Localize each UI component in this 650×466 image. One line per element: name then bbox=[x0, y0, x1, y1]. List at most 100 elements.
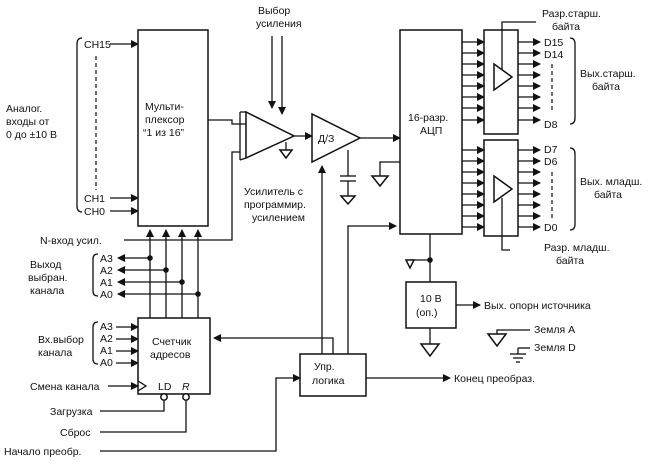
low-byte-buffer: Разр. младш. байта bbox=[483, 139, 610, 267]
gain-select: Выбор усиления bbox=[256, 5, 302, 115]
chan-sel-label-2: канала bbox=[38, 347, 72, 359]
sample-hold-block: Д/З bbox=[311, 112, 362, 206]
d14-label: D14 bbox=[544, 49, 563, 61]
chan-out-brace bbox=[92, 253, 99, 297]
gain-select-label-1: Выбор bbox=[258, 5, 290, 17]
low-enable-label-1: Разр. младш. bbox=[544, 242, 610, 254]
selected-channel-output: Выход выбран. канала А3 А2 А1 А0 bbox=[28, 253, 201, 301]
reset-wire bbox=[100, 401, 187, 433]
mux-label-3: “1 из 16” bbox=[143, 127, 185, 139]
chan-out-label-2: выбран. bbox=[28, 272, 68, 284]
mux-label-2: плексор bbox=[145, 114, 185, 126]
logic-to-adc-wire bbox=[347, 222, 397, 354]
analog-inputs-label-3: 0 до ±10 В bbox=[6, 129, 57, 141]
ch0-label: CH0 bbox=[84, 206, 105, 218]
load-wire bbox=[100, 401, 165, 412]
low-enable-wire bbox=[501, 198, 510, 251]
n-input-wire bbox=[124, 151, 240, 241]
high-byte-buffer: Разр.старш. байта bbox=[483, 8, 601, 135]
chan-sel-label-1: Вх.выбор bbox=[38, 334, 84, 346]
ground-a-label: Земля А bbox=[534, 324, 575, 336]
ref-label-2: (оп.) bbox=[416, 307, 437, 319]
high-out-label-2: байта bbox=[592, 81, 620, 93]
eoc-label: Конец преобраз. bbox=[454, 373, 535, 385]
adc-label-2: АЦП bbox=[420, 125, 442, 137]
chan-out-label-3: канала bbox=[30, 285, 64, 297]
low-byte-outputs: D7 D6 D0 Вых. младш. байта bbox=[518, 144, 642, 234]
d8-label: D8 bbox=[544, 119, 558, 131]
channel-select-input: Вх.выбор канала А3 А2 А1 А0 bbox=[38, 321, 139, 369]
gain-select-label-2: усиления bbox=[256, 18, 302, 30]
adc-ground-wire bbox=[379, 161, 400, 176]
analog-inputs-label-1: Аналог. bbox=[6, 103, 42, 115]
ch15-label: CH15 bbox=[84, 39, 111, 51]
low-out-label-1: Вых. младш. bbox=[580, 176, 642, 188]
start-wire bbox=[100, 374, 301, 452]
logic-label-1: Упр. bbox=[314, 361, 335, 373]
chan-out-a2: А2 bbox=[100, 265, 113, 277]
ground-d-label: Земля D bbox=[534, 342, 576, 354]
counter-label-2: адресов bbox=[150, 349, 191, 361]
ref-label-1: 10 В bbox=[420, 293, 442, 305]
high-enable-wire bbox=[501, 21, 536, 70]
change-channel-label: Смена канала bbox=[30, 381, 100, 393]
counter-label-1: Счетчик bbox=[152, 336, 192, 348]
ch1-label: CH1 bbox=[84, 193, 105, 205]
high-out-label-1: Вых.старш. bbox=[580, 68, 636, 80]
logic-label-2: логика bbox=[312, 375, 345, 387]
ref-out-label: Вых. опорн источника bbox=[484, 300, 591, 312]
input-brace bbox=[76, 37, 83, 213]
analog-inputs-label-2: входы от bbox=[6, 116, 50, 128]
high-enable-label-2: байта bbox=[552, 21, 580, 33]
n-input-label: N-вход усил. bbox=[40, 235, 102, 247]
multiplexer-block: Мульти- плексор “1 из 16” bbox=[137, 29, 209, 227]
chan-out-a1: А1 bbox=[100, 277, 113, 289]
chan-sel-brace bbox=[92, 321, 99, 365]
ground-symbols: Земля А Земля D bbox=[486, 324, 576, 363]
mux-to-amp-wire bbox=[208, 119, 246, 125]
low-enable-label-2: байта bbox=[556, 255, 584, 267]
start-label: Начало преобр. bbox=[4, 446, 81, 458]
reference-block: 10 В (оп.) Вых. опорн источника bbox=[404, 234, 591, 358]
counter-r-label: R bbox=[182, 381, 190, 393]
address-counter-block: Счетчик адресов LD R bbox=[137, 317, 211, 401]
high-byte-brace bbox=[569, 37, 576, 125]
chan-out-a0: А0 bbox=[100, 289, 113, 301]
chan-out-a3: А3 bbox=[100, 253, 113, 265]
analog-inputs: CH15 CH1 CH0 Аналог. входы от 0 до ±10 В bbox=[6, 37, 139, 218]
load-label: Загрузка bbox=[50, 406, 93, 418]
logic-to-counter-wire bbox=[213, 334, 334, 354]
clock-input-symbol bbox=[137, 380, 148, 392]
ref-side-marker bbox=[404, 259, 416, 270]
adc-low-bus bbox=[462, 146, 485, 231]
adc-block: 16-разр. АЦП bbox=[399, 29, 463, 235]
programmable-gain-amplifier: Усилитель с программир. усилением bbox=[239, 110, 306, 224]
high-enable-label-1: Разр.старш. bbox=[542, 8, 601, 20]
d7-label: D7 bbox=[544, 144, 558, 156]
adc-label-1: 16-разр. bbox=[408, 112, 448, 124]
amp-label-3: усилением bbox=[252, 212, 305, 224]
chan-sel-a2: А2 bbox=[100, 333, 113, 345]
reset-label: Сброс bbox=[60, 427, 91, 439]
low-byte-brace bbox=[569, 147, 576, 231]
chan-out-label-1: Выход bbox=[30, 259, 61, 271]
amp-label-2: программир. bbox=[244, 199, 306, 211]
analog-ground-icon bbox=[486, 333, 508, 348]
n-input: N-вход усил. bbox=[40, 151, 240, 247]
high-byte-outputs: D15 D14 D8 Вых.старш. байта bbox=[518, 37, 636, 131]
chan-sel-a3: А3 bbox=[100, 321, 113, 333]
chan-sel-a0: А0 bbox=[100, 357, 113, 369]
mux-label-1: Мульти- bbox=[145, 101, 184, 113]
control-logic-block: Упр. логика bbox=[299, 353, 367, 397]
counter-ld-label: LD bbox=[158, 381, 172, 393]
d0-label: D0 bbox=[544, 222, 558, 234]
sample-hold-label: Д/З bbox=[318, 133, 334, 145]
adc-high-bus bbox=[462, 38, 485, 124]
amp-label-1: Усилитель с bbox=[244, 186, 303, 198]
chan-sel-a1: А1 bbox=[100, 345, 113, 357]
mux-address-bus bbox=[146, 229, 202, 326]
low-out-label-2: байта bbox=[594, 189, 622, 201]
d15-label: D15 bbox=[544, 37, 563, 49]
control-inputs: Смена канала Загрузка Сброс Начало преоб… bbox=[4, 374, 301, 458]
